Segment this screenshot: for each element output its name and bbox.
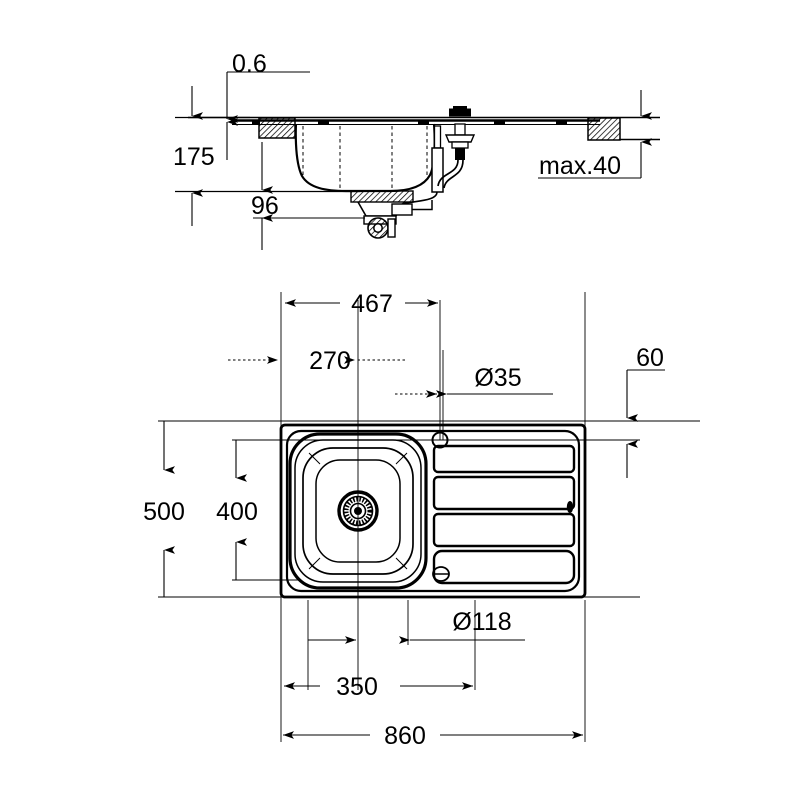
label-400: 400 bbox=[216, 498, 258, 526]
bowl-section bbox=[294, 123, 436, 193]
dim-worktop-max-40 bbox=[538, 90, 652, 179]
section-elevation-view bbox=[175, 71, 660, 250]
worktop-cut-right bbox=[587, 117, 660, 141]
label-worktop-max-40: max.40 bbox=[539, 152, 621, 180]
label-60: 60 bbox=[636, 344, 664, 372]
label-dia-118: Ø118 bbox=[452, 608, 511, 636]
worktop-cut-left bbox=[258, 117, 296, 139]
drainer-grooves bbox=[432, 444, 576, 585]
plan-view bbox=[158, 292, 700, 742]
label-270: 270 bbox=[309, 347, 351, 375]
label-thickness-0-6: 0.6 bbox=[232, 50, 267, 78]
label-500: 500 bbox=[143, 498, 185, 526]
overflow-assembly bbox=[391, 125, 444, 216]
label-350: 350 bbox=[336, 673, 378, 701]
label-bowl-depth-96: 96 bbox=[251, 192, 279, 220]
dim-60 bbox=[626, 369, 665, 478]
dim-bowl-depth-96 bbox=[253, 142, 365, 250]
dim-thickness-0-6 bbox=[226, 71, 310, 160]
label-467: 467 bbox=[351, 290, 393, 318]
plan-extension-lines bbox=[158, 292, 700, 742]
tap-connection bbox=[437, 106, 476, 189]
label-860: 860 bbox=[384, 722, 426, 750]
label-dia-35: Ø35 bbox=[474, 364, 521, 392]
label-overall-175: 175 bbox=[173, 143, 215, 171]
